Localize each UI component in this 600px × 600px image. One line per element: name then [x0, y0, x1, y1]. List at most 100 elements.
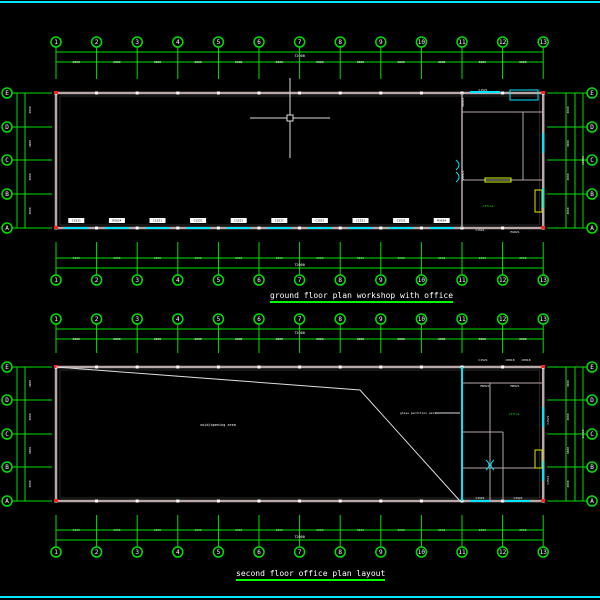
window-label-bg	[149, 218, 166, 223]
column-axis-6-bubble	[253, 313, 265, 325]
window-label: C1521	[275, 219, 284, 223]
column	[216, 499, 220, 503]
void-area-label: void/opening area	[200, 423, 236, 427]
stair	[534, 449, 543, 469]
column	[216, 365, 220, 369]
row-axis-C-left-label: C	[5, 431, 9, 438]
column-axis-8-label: 8	[338, 277, 342, 284]
column-axis-2-label: 2	[95, 316, 99, 323]
column-axis-13-bubble	[537, 546, 549, 558]
column-axis-9-label: 9	[379, 39, 383, 46]
window-label: C1521	[153, 219, 162, 223]
column-axis-1-bubble	[50, 274, 62, 286]
row-axis-C-right-label: C	[590, 157, 594, 164]
window-label-bg	[190, 218, 207, 223]
column-axis-9-bubble	[375, 546, 387, 558]
bay-dimension-label: 6000	[113, 337, 120, 341]
column	[135, 365, 139, 369]
column-axis-3-bubble	[131, 274, 143, 286]
column-axis-13-bubble	[537, 313, 549, 325]
column-axis-13-label: 13	[540, 39, 548, 46]
column	[257, 226, 261, 230]
window-label-bg	[230, 218, 247, 223]
column	[216, 91, 220, 95]
row-dimension-label: 3000	[566, 380, 570, 387]
door-label: M0921	[461, 97, 465, 106]
column-axis-4-bubble	[172, 36, 184, 48]
counter	[484, 177, 512, 183]
stair	[534, 189, 543, 213]
column-axis-8-bubble	[334, 313, 346, 325]
toilet-fixtures	[509, 89, 539, 101]
bay-dimension-label: 6000	[397, 337, 404, 341]
row-axis-C-right-label: C	[590, 431, 594, 438]
row-axis-B-right-bubble	[586, 188, 598, 200]
row-axis-B-left-bubble	[1, 461, 13, 473]
column	[95, 499, 99, 503]
column	[379, 365, 383, 369]
window-label: M3624	[112, 219, 121, 223]
row-axis-E-left-bubble	[1, 87, 13, 99]
column-axis-4-label: 4	[176, 316, 180, 323]
column-axis-12-label: 12	[499, 549, 507, 556]
column-axis-9-bubble	[375, 313, 387, 325]
window-label: M3624	[437, 219, 446, 223]
row-axis-A-right-bubble	[586, 222, 598, 234]
row-axis-B-left-label: B	[5, 464, 9, 471]
column-axis-7-bubble	[293, 313, 306, 325]
row-total-dimension-label: 12000	[581, 429, 585, 438]
column-axis-9-label: 9	[379, 277, 383, 284]
window-label: C1521	[546, 475, 550, 484]
corner-column-marker	[54, 365, 58, 368]
column-axis-11-label: 11	[458, 316, 466, 323]
bay-dimension-label: 6000	[479, 337, 486, 341]
column	[379, 91, 383, 95]
row-dimension-label: 3000	[566, 413, 570, 420]
door-swing-icon	[485, 459, 495, 471]
row-dimension-label: 3000	[28, 207, 32, 214]
column	[216, 226, 220, 230]
row-dimension-label: 3000	[28, 140, 32, 147]
row-axis-B-right-bubble	[586, 461, 598, 473]
corner-column-marker	[54, 499, 58, 502]
row-axis-D-right-label: D	[590, 124, 594, 131]
row-axis-E-right-bubble	[586, 87, 598, 99]
column	[338, 226, 342, 230]
row-dimension-label: 3000	[28, 173, 32, 180]
column	[419, 365, 423, 369]
column-axis-8-label: 8	[338, 39, 342, 46]
column-axis-3-label: 3	[135, 549, 139, 556]
column	[257, 365, 261, 369]
bay-dimension-label: 6000	[519, 337, 526, 341]
bay-dimension-label: 6000	[479, 60, 486, 64]
row-axis-B-left-label: B	[5, 191, 9, 198]
column-axis-5-bubble	[212, 546, 225, 558]
column-axis-7-bubble	[293, 274, 306, 286]
column-axis-8-bubble	[334, 546, 346, 558]
column	[379, 499, 383, 503]
window-label-bg	[271, 218, 288, 223]
column-axis-2-bubble	[90, 36, 103, 48]
exterior-wall	[54, 365, 545, 503]
row-axis-D-left-bubble	[1, 121, 13, 133]
column-axis-12-label: 12	[499, 277, 507, 284]
door-label: M0921	[461, 170, 465, 179]
row-dimension-label: 3000	[28, 480, 32, 487]
interior-wall-line	[59, 95, 540, 226]
column	[501, 226, 505, 230]
row-axis-A-right-bubble	[586, 495, 598, 507]
window-label: C1521	[478, 88, 487, 92]
column-axis-2-bubble	[90, 274, 103, 286]
column-axis-1-bubble	[50, 36, 62, 48]
column-axis-12-bubble	[496, 274, 509, 286]
row-axis-D-right-bubble	[586, 121, 598, 133]
column-axis-7-bubble	[293, 546, 306, 558]
column-axis-5-bubble	[212, 313, 225, 325]
column-axis-3-label: 3	[135, 39, 139, 46]
row-axis-A-right-label: A	[590, 498, 594, 505]
row-axis-D-right-bubble	[586, 394, 598, 406]
column-axis-5-bubble	[212, 274, 225, 286]
window-label: C1521	[478, 358, 487, 362]
crosshair-box-icon	[286, 114, 294, 122]
row-axis-A-left-bubble	[1, 495, 13, 507]
